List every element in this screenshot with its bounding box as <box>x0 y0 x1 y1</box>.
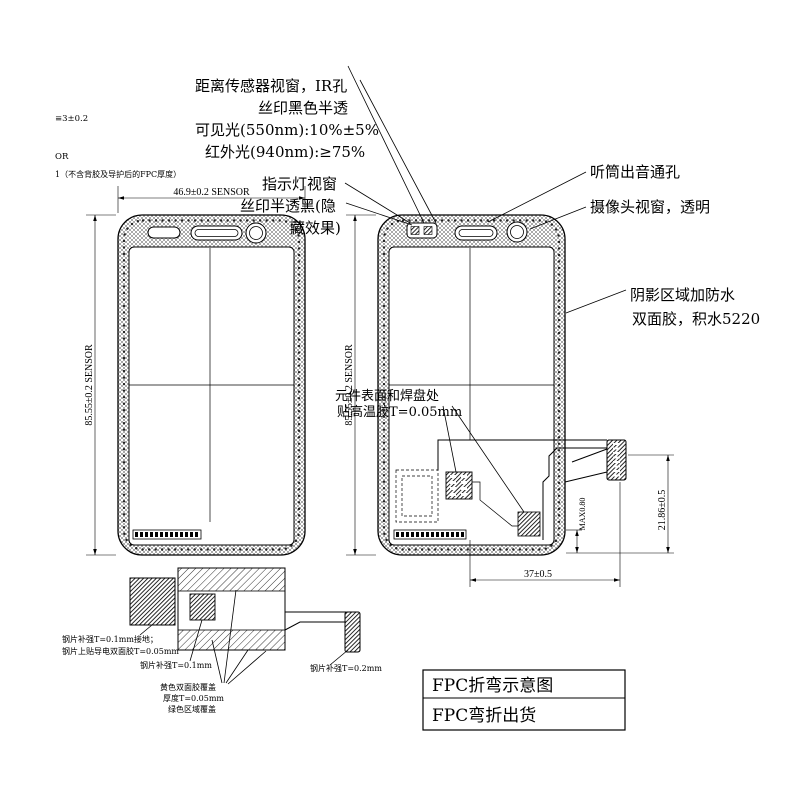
back-dimensions: 85.55±0.2 SENSOR 37±0.5 21.86±0.5 MAX0.8… <box>344 214 674 587</box>
indicator-window-leader <box>344 182 413 226</box>
back-view <box>377 214 627 556</box>
back-fpc-connector <box>445 471 473 500</box>
steel-01-label: 钢片补强T=0.1mm <box>140 660 212 670</box>
connector-pin <box>450 487 456 490</box>
component-tape-spec: 贴高温胶T=0.05mm <box>337 404 462 420</box>
adhesive-label-2: 厚度T=0.05mm <box>163 693 224 703</box>
front-view-area <box>128 246 295 546</box>
camera-window-label: 摄像头视窗，透明 <box>590 198 710 216</box>
indicator-window-label: 指示灯视窗 <box>262 175 337 193</box>
connector-pin <box>450 493 456 496</box>
fpc-tail-connector-folded <box>344 611 361 653</box>
steel-ground-label: 钢片补强T=0.1mm接地； <box>62 634 158 644</box>
receiver-hole-leader <box>487 171 587 223</box>
fpc-tail <box>284 611 346 631</box>
back-camera-hole <box>506 221 528 243</box>
proximity-sensor-visible-spec: 可见光(550nm):10%±5% <box>195 121 379 139</box>
fpc-tail-bend <box>564 448 608 483</box>
front-height-dim-text: 85.55±0.2 SENSOR <box>84 344 95 426</box>
max-thickness-text: MAX0.80 <box>578 498 587 531</box>
fpc-steel-stiffener-small <box>189 593 216 621</box>
connector-pin <box>461 475 467 478</box>
front-receiver-slot <box>190 225 243 241</box>
legend-box: FPC折弯示意图 FPC弯折出货 <box>422 669 626 731</box>
or-note: OR <box>55 152 69 162</box>
front-width-dim-text: 46.9±0.2 SENSOR <box>173 187 250 198</box>
back-fpc-stiffener-dashed-inner <box>401 475 433 517</box>
adhesive-label-1: 黄色双面胶覆盖 <box>160 682 216 692</box>
connector-pin <box>450 481 456 484</box>
connector-pin <box>461 487 467 490</box>
waterproof-area-leader <box>565 289 627 314</box>
fpc-adhesive-strip-bottom <box>177 629 286 651</box>
back-sensor-led-window <box>423 226 433 235</box>
steel-02-label: 钢片补强T=0.2mm <box>310 663 382 673</box>
connector-pin <box>461 481 467 484</box>
legend-row-bend-diagram: FPC折弯示意图 <box>432 676 553 696</box>
back-fpc-connector-pins <box>450 475 467 496</box>
fpc-bend-leaders <box>139 589 349 685</box>
front-panel-edge-dots <box>122 219 301 551</box>
back-panel-edge-dots <box>382 219 561 551</box>
component-tape-label: 元件表面和焊盘处 <box>335 388 439 404</box>
proximity-sensor-ir-spec: 红外光(940nm):≥75% <box>205 143 365 161</box>
back-fpc-stiffener-dashed <box>395 469 439 523</box>
indicator-window-print: 丝印半透黑(隐 <box>240 197 336 215</box>
fpc-adhesive-strip-top <box>177 567 286 592</box>
steel-ground-adhesive-label: 钢片上贴导电双面胶T=0.05mm <box>62 646 179 656</box>
connector-pin <box>450 475 456 478</box>
indicator-window-print-2: 藏效果) <box>290 219 341 237</box>
back-receiver-slot-inner <box>458 229 494 237</box>
header-notes: ≡3±0.2 OR 1（不含背胶及导护后的FPC厚度） <box>55 114 181 179</box>
back-fpc-edge-top <box>437 439 607 470</box>
proximity-sensor-label: 距离传感器视窗，IR孔 <box>195 77 347 95</box>
fpc-tail-connector <box>606 439 627 481</box>
component-tape-leader <box>442 405 525 513</box>
back-bonding-strip <box>393 529 467 540</box>
back-height-dim-text: 85.55±0.2 SENSOR <box>344 344 355 426</box>
fpc-thickness-note: 1（不含背胶及导护后的FPC厚度） <box>55 169 181 179</box>
proximity-sensor-leader <box>347 65 437 224</box>
front-view <box>117 214 306 556</box>
tolerance-note: ≡3±0.2 <box>55 114 88 124</box>
back-fpc-component <box>517 511 541 537</box>
waterproof-area-label: 阴影区域加防水 <box>630 286 735 304</box>
front-receiver-slot-inner <box>194 229 239 237</box>
fpc-width-dim-text: 37±0.5 <box>524 569 552 580</box>
receiver-hole-label: 听筒出音通孔 <box>590 163 680 181</box>
camera-window-leader <box>529 206 587 230</box>
waterproof-area-material: 双面胶，积水5220 <box>632 310 760 328</box>
back-view-area <box>388 246 555 546</box>
adhesive-label-3: 绿色区域覆盖 <box>168 704 216 714</box>
back-fpc-trace <box>472 481 518 527</box>
front-camera-hole <box>245 222 267 244</box>
back-camera-hole-inner <box>510 225 524 239</box>
front-camera-hole-inner <box>249 226 263 240</box>
proximity-sensor-print: 丝印黑色半透 <box>258 99 348 117</box>
back-fpc-edge-right <box>542 447 607 540</box>
legend-row-bend-shipping: FPC弯折出货 <box>432 706 536 726</box>
callouts: 距离传感器视窗，IR孔 丝印黑色半透 可见光(550nm):10%±5% 红外光… <box>195 65 760 513</box>
fpc-height-dim-text: 21.86±0.5 <box>657 490 668 531</box>
back-receiver-slot <box>454 225 498 241</box>
fpc-steel-stiffener-ground <box>129 577 176 626</box>
fpc-bend-diagram: 钢片补强T=0.1mm接地； 钢片上贴导电双面胶T=0.05mm 钢片补强T=0… <box>62 567 382 714</box>
back-sensor-ir-window <box>410 226 420 235</box>
front-sensor-slot <box>147 226 181 239</box>
legend-frame <box>422 669 626 731</box>
connector-pin <box>461 493 467 496</box>
front-dimensions: 46.9±0.2 SENSOR 85.55±0.2 SENSOR <box>84 186 306 556</box>
